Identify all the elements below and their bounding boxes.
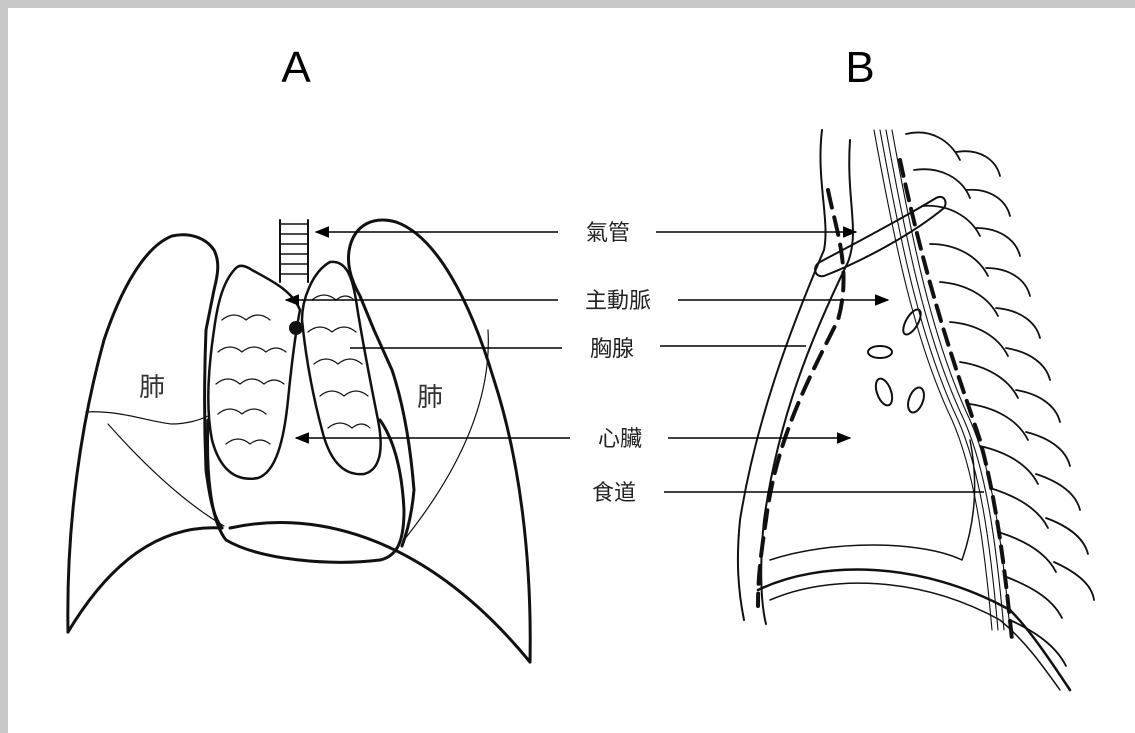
left-lung-base (68, 528, 222, 632)
trachea-annotation: 氣管 (316, 221, 856, 246)
posterior-boundary (900, 160, 1012, 640)
chest-wall-outer (738, 130, 826, 620)
lung-label-right: 肺 (417, 383, 443, 413)
thymus-boundary (758, 190, 844, 606)
diaphragm-dome (230, 522, 530, 662)
label-aorta: 主動脈 (585, 289, 651, 314)
left-fissure (86, 412, 208, 424)
right-lung-outline (348, 220, 530, 662)
vessel-2 (905, 385, 927, 414)
label-trachea: 氣管 (586, 221, 630, 246)
thymus-lobules (216, 295, 370, 444)
aorta-annotation: 主動脈 (286, 289, 888, 314)
trachea-rings (280, 220, 308, 282)
label-esophagus: 食道 (592, 481, 636, 506)
label-thymus: 胸腺 (590, 337, 634, 362)
diaphragm-inner (770, 583, 1060, 690)
aorta-dot (289, 321, 303, 335)
thymus-right-lobe (302, 262, 381, 474)
vessel-4 (900, 307, 924, 337)
label-heart: 心臟 (598, 427, 642, 452)
thymus-left-lobe (208, 266, 300, 479)
vessel-1 (873, 376, 896, 407)
right-fissure (404, 330, 488, 540)
lung-label-left: 肺 (139, 373, 165, 403)
heart-region (770, 440, 975, 560)
thymus-annotation: 胸腺 (350, 337, 806, 362)
vessel-3 (868, 346, 892, 358)
left-lung-outline (68, 235, 222, 632)
sagittal-view (738, 130, 1094, 690)
diaphragm (758, 570, 1070, 690)
esophagus-annotation: 食道 (592, 481, 984, 506)
esophagus-fibers (874, 130, 1010, 630)
panel-label-b: B (845, 43, 874, 92)
frontal-view: 肺 肺 (68, 220, 530, 662)
panel-label-a: A (281, 43, 311, 92)
